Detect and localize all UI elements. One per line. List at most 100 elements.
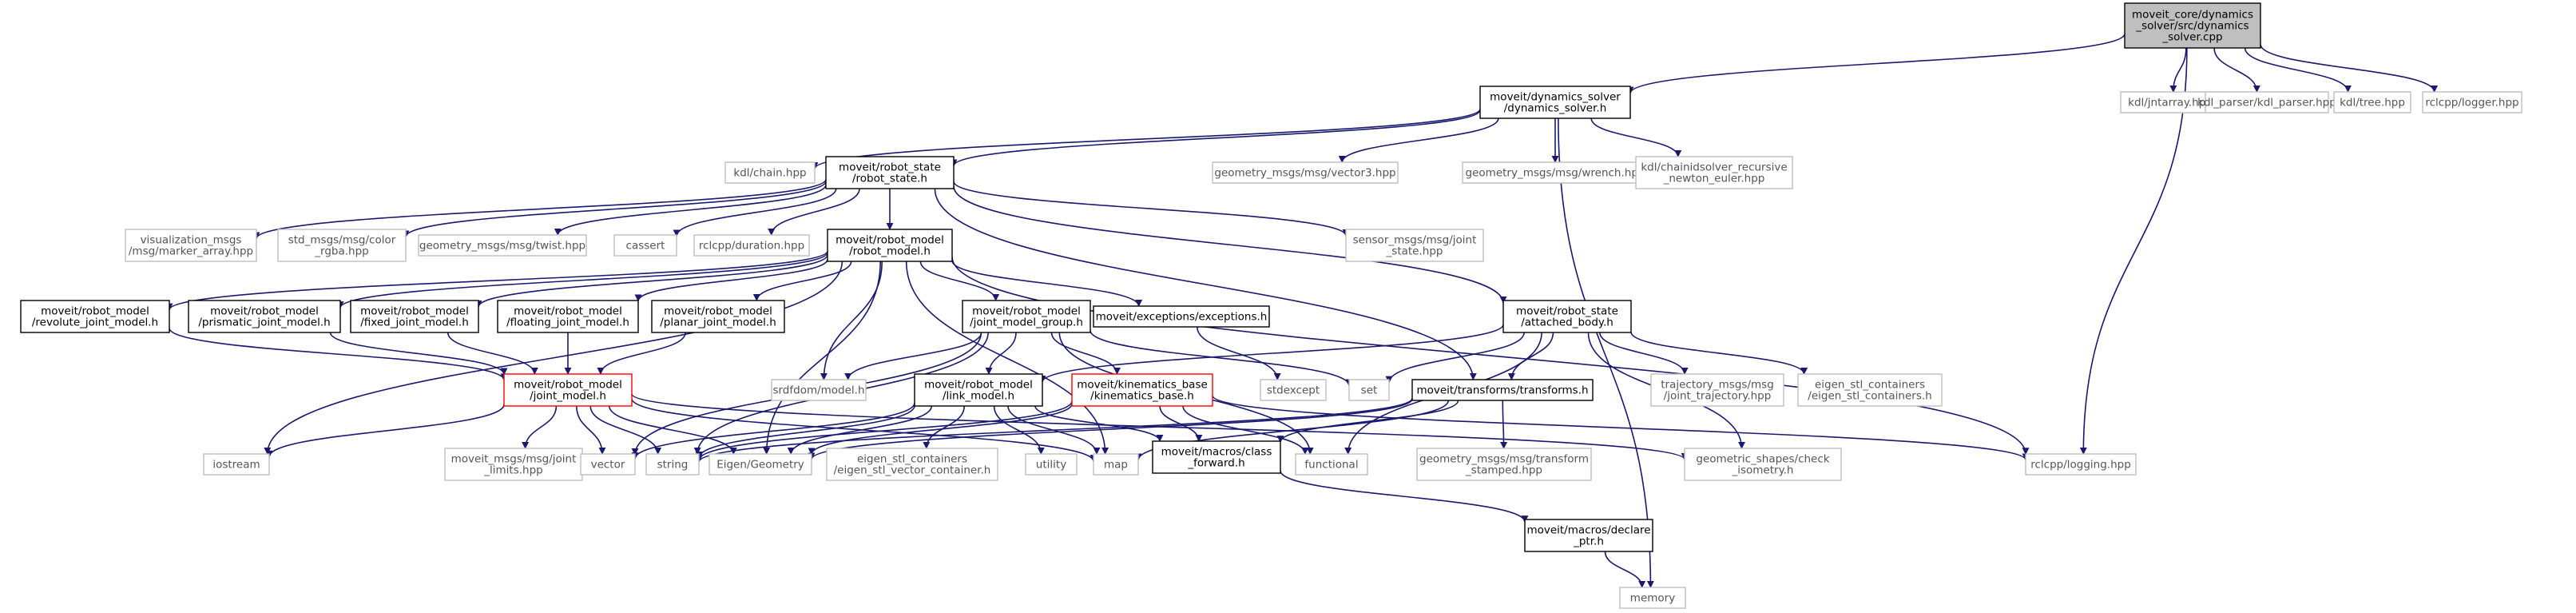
node-box <box>1212 161 1399 184</box>
node-label-line: geometric_shapes/check <box>1696 453 1829 466</box>
node-label-line: map <box>1104 459 1128 472</box>
node-floating[interactable]: moveit/robot_model/floating_joint_model.… <box>497 300 639 333</box>
node-box <box>645 453 700 476</box>
node-label-line: geometry_msgs/msg/transform <box>1419 453 1589 466</box>
node-planar[interactable]: moveit/robot_model/planar_joint_model.h <box>651 300 785 333</box>
node-box <box>693 234 810 257</box>
node-label-line: /robot_state.h <box>852 173 927 185</box>
node-label-line: /fixed_joint_model.h <box>360 316 469 329</box>
node-label-line: /dynamics_solver.h <box>1504 102 1607 115</box>
edge-kin_base-to-string <box>695 400 1073 461</box>
node-label-line: utility <box>1036 459 1066 472</box>
node-label-line: kdl_parser/kdl_parser.hpp <box>2197 97 2336 109</box>
edge-root-to-kdl_parser <box>2213 47 2260 93</box>
node-label-line: moveit/exceptions/exceptions.h <box>1096 311 1268 324</box>
node-kin-base[interactable]: moveit/kinematics_base/kinematics_base.h <box>1071 373 1213 407</box>
edge-attached-to-transforms <box>1507 332 1554 380</box>
node-box <box>962 300 1091 333</box>
node-memory: memory <box>1619 587 1686 609</box>
node-label-line: /robot_model.h <box>849 245 931 258</box>
node-box <box>497 300 639 333</box>
node-box <box>2333 91 2411 113</box>
node-fixed[interactable]: moveit/robot_model/fixed_joint_model.h <box>350 300 479 333</box>
node-label-line: _ptr.h <box>1573 535 1604 548</box>
node-box <box>580 453 636 476</box>
edges-layer <box>165 33 2439 588</box>
node-box <box>1650 373 1784 407</box>
edge-attached-to-eigen_stl <box>1630 332 1808 375</box>
node-label-line: /msg/marker_array.hpp <box>129 245 253 258</box>
edge-robot_model-to-floating <box>634 258 828 302</box>
node-box <box>125 229 257 262</box>
node-stdexcept: stdexcept <box>1260 379 1327 401</box>
node-traj-msgs: trajectory_msgs/msg/joint_trajectory.hpp <box>1650 373 1784 407</box>
node-box <box>444 448 583 481</box>
node-revolute[interactable]: moveit/robot_model/revolute_joint_model.… <box>20 300 170 333</box>
node-label-line: /planar_joint_model.h <box>660 316 776 329</box>
node-jmg[interactable]: moveit/robot_model/joint_model_group.h <box>962 300 1091 333</box>
node-attached[interactable]: moveit/robot_state/attached_body.h <box>1502 300 1632 333</box>
node-label-line: geometry_msgs/msg/twist.hpp <box>419 240 585 253</box>
node-dyn-h[interactable]: moveit/dynamics_solver/dynamics_solver.h <box>1479 86 1631 119</box>
node-link-model[interactable]: moveit/robot_model/link_model.h <box>914 373 1043 407</box>
node-box <box>1093 305 1270 328</box>
node-box <box>1411 379 1594 401</box>
edge-dyn_h-to-chainidsolver <box>1590 117 1682 157</box>
node-box <box>1684 448 1842 481</box>
node-set: set <box>1348 379 1390 401</box>
node-label-line: _solver/src/dynamics <box>2135 20 2249 33</box>
edge-revolute-to-joint_model <box>169 328 508 381</box>
edge-kin_base-to-functional <box>1182 405 1309 455</box>
node-box <box>1502 300 1632 333</box>
node-label-line: /prismatic_joint_model.h <box>198 316 330 329</box>
node-class-fwd[interactable]: moveit/macros/class_forward.h <box>1152 440 1281 474</box>
edge-robot_state-to-attached <box>953 185 1507 304</box>
edge-joint_model-to-iostream <box>265 404 505 458</box>
node-label-line: moveit/robot_model <box>360 305 469 318</box>
node-robot-model[interactable]: moveit/robot_model/robot_model.h <box>827 229 953 262</box>
node-label-line: moveit/macros/class <box>1161 446 1272 459</box>
node-label-line: set <box>1361 384 1378 397</box>
node-box <box>651 300 785 333</box>
nodes-layer: moveit_core/dynamics_solver/src/dynamics… <box>20 2 2522 609</box>
node-joint-model[interactable]: moveit/robot_model/joint_model.h <box>503 373 633 407</box>
edge-dyn_h-to-robot_state <box>950 109 1481 167</box>
node-box <box>827 229 953 262</box>
node-prismatic[interactable]: moveit/robot_model/prismatic_joint_model… <box>188 300 341 333</box>
node-tree: kdl/tree.hpp <box>2333 91 2411 113</box>
node-label-line: string <box>657 459 689 472</box>
node-box <box>1635 156 1793 189</box>
edge-robot_state-to-marker_array <box>252 178 827 240</box>
edge-transforms-to-tf_stamped <box>1500 400 1508 449</box>
edge-attached-to-link_model <box>1038 324 1504 383</box>
node-box <box>1619 587 1686 609</box>
edge-transforms-to-string <box>695 397 1413 463</box>
node-root[interactable]: moveit_core/dynamics_solver/src/dynamics… <box>2124 2 2261 49</box>
edge-planar-to-joint_model <box>597 332 686 375</box>
node-box <box>1797 373 1943 407</box>
node-label-line: moveit/robot_model <box>972 305 1081 318</box>
node-robot-state[interactable]: moveit/robot_state/robot_state.h <box>825 156 955 189</box>
node-box <box>503 373 633 407</box>
edge-root-to-tree <box>2244 47 2352 93</box>
edge-joint_model-to-string <box>589 405 662 455</box>
node-exceptions[interactable]: moveit/exceptions/exceptions.h <box>1093 305 1270 328</box>
node-box <box>418 234 587 257</box>
edge-kin_base-to-logging <box>1212 395 2030 461</box>
node-box <box>1071 373 1213 407</box>
edge-jmg-to-set <box>1090 329 1353 387</box>
edge-joint_model-to-joint_limits <box>522 405 558 449</box>
node-eigen-vec: eigen_stl_containers/eigen_stl_vector_co… <box>826 448 998 481</box>
node-label-line: kdl/jntarray.hpp <box>2128 97 2213 109</box>
node-label-line: visualization_msgs <box>141 234 242 247</box>
node-label-line: rclcpp/duration.hpp <box>699 240 804 253</box>
node-label-line: moveit/robot_model <box>210 305 319 318</box>
edge-jmg-to-kin_base <box>1050 332 1121 375</box>
node-transforms[interactable]: moveit/transforms/transforms.h <box>1411 379 1594 401</box>
node-cassert: cassert <box>613 234 677 257</box>
node-label-line: kdl/chainidsolver_recursive <box>1641 161 1787 174</box>
node-declare-ptr[interactable]: moveit/macros/declare_ptr.h <box>1524 519 1653 552</box>
node-box <box>1345 229 1484 262</box>
edge-link_model-to-class_fwd <box>1034 405 1164 442</box>
